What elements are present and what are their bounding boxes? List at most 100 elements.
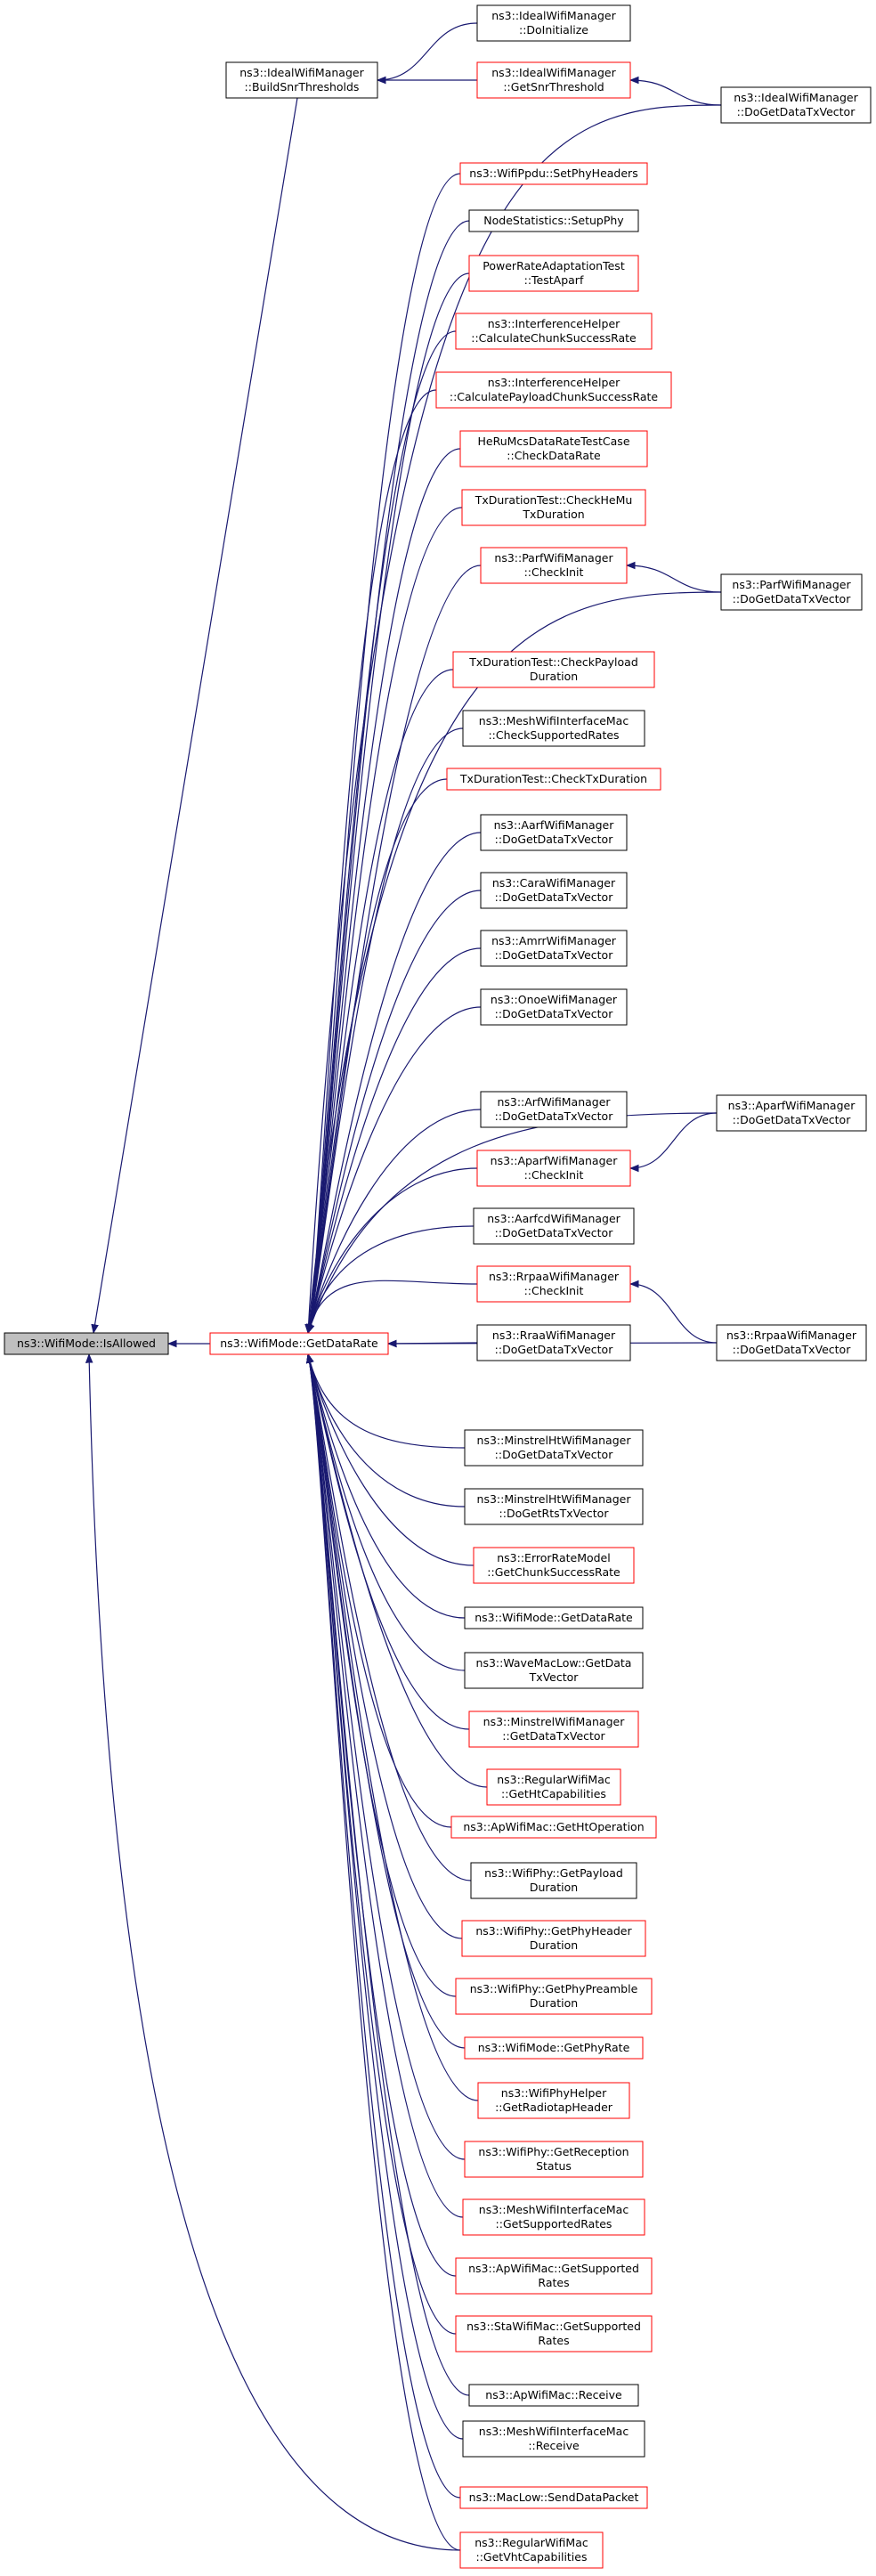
node-box xyxy=(476,1324,631,1361)
node-label: ns3::WifiMode::GetDataRate xyxy=(474,1611,633,1624)
node-label: ns3::WifiMode::GetPhyRate xyxy=(478,2041,630,2054)
node-apsupp[interactable]: ns3::ApWifiMac::GetSupportedRates xyxy=(455,2257,653,2295)
node-radiotap[interactable]: ns3::WifiPhyHelper::GetRadiotapHeader xyxy=(477,2082,630,2119)
node-getsnr[interactable]: ns3::IdealWifiManager::GetSnrThreshold xyxy=(476,61,631,99)
node-rrpaacheck[interactable]: ns3::RrpaaWifiManager::CheckInit xyxy=(476,1265,631,1303)
node-label: Rates xyxy=(538,2276,569,2289)
node-label: ns3::WifiPhyHelper xyxy=(501,2086,607,2100)
node-label: ns3::WaveMacLow::GetData xyxy=(476,1656,632,1670)
node-calcchunk[interactable]: ns3::InterferenceHelper::CalculateChunkS… xyxy=(455,313,653,350)
node-calcpayload[interactable]: ns3::InterferenceHelper::CalculatePayloa… xyxy=(435,371,672,409)
node-parfcheck[interactable]: ns3::ParfWifiManager::CheckInit xyxy=(480,547,628,584)
node-regularvht[interactable]: ns3::RegularWifiMac::GetVhtCapabilities xyxy=(459,2531,604,2569)
node-errchunk[interactable]: ns3::ErrorRateModel::GetChunkSuccessRate xyxy=(473,1547,635,1584)
edge-doinit-to-buildsnr xyxy=(376,22,478,85)
node-buildsnr[interactable]: ns3::IdealWifiManager::BuildSnrThreshold… xyxy=(225,61,378,99)
node-onoe[interactable]: ns3::OnoeWifiManager::DoGetDataTxVector xyxy=(480,988,628,1026)
node-box xyxy=(720,573,863,611)
node-getphyrate[interactable]: ns3::WifiMode::GetPhyRate xyxy=(464,2036,644,2060)
edge-rrpaacheck-to-getdatarate xyxy=(306,1280,478,1335)
node-label: ::DoGetDataTxVector xyxy=(733,1113,852,1126)
node-aarf[interactable]: ns3::AarfWifiManager::DoGetDataTxVector xyxy=(480,814,628,851)
node-label: ::DoGetDataTxVector xyxy=(495,833,614,846)
node-label: ns3::WifiPhy::GetPayload xyxy=(484,1866,623,1880)
node-getdatarate2[interactable]: ns3::WifiMode::GetDataRate xyxy=(464,1606,644,1629)
node-box xyxy=(461,1920,646,1957)
node-minhtdata[interactable]: ns3::MinstrelHtWifiManager::DoGetDataTxV… xyxy=(464,1429,644,1467)
node-aparfcheck[interactable]: ns3::AparfWifiManager::CheckInit xyxy=(476,1150,631,1187)
node-doinit[interactable]: ns3::IdealWifiManager::DoInitialize xyxy=(476,4,631,42)
node-meshcheck[interactable]: ns3::MeshWifiInterfaceMac::CheckSupporte… xyxy=(462,710,645,747)
node-setupphy[interactable]: NodeStatistics::SetupPhy xyxy=(468,209,639,232)
node-label: ns3::ApWifiMac::GetSupported xyxy=(468,2262,639,2275)
edge-phyheader-to-getdatarate xyxy=(306,1353,463,1939)
node-label: ns3::IdealWifiManager xyxy=(239,66,364,79)
node-label: ns3::WifiPhy::GetPhyPreamble xyxy=(470,1982,638,1995)
node-label: ns3::RrpaaWifiManager xyxy=(726,1329,857,1342)
node-box xyxy=(462,2420,645,2458)
node-rrpaa_dgdtv[interactable]: ns3::RrpaaWifiManager::DoGetDataTxVector xyxy=(716,1324,867,1361)
node-minhtrts[interactable]: ns3::MinstrelHtWifiManager::DoGetRtsTxVe… xyxy=(464,1488,644,1525)
node-setphyheaders[interactable]: ns3::WifiPpdu::SetPhyHeaders xyxy=(459,162,648,185)
node-isallowed[interactable]: ns3::WifiMode::IsAllowed xyxy=(4,1332,169,1355)
node-testaparf[interactable]: PowerRateAdaptationTest::TestAparf xyxy=(468,255,639,292)
node-ideal_dgdtv[interactable]: ns3::IdealWifiManager::DoGetDataTxVector xyxy=(720,86,872,124)
node-box xyxy=(464,1488,644,1525)
node-label: ::DoGetRtsTxVector xyxy=(499,1507,610,1520)
node-label: ::GetSnrThreshold xyxy=(503,80,604,93)
node-label: ::DoInitialize xyxy=(519,23,588,37)
node-stasupp[interactable]: ns3::StaWifiMac::GetSupportedRates xyxy=(455,2315,653,2353)
node-parf_dgdtv[interactable]: ns3::ParfWifiManager::DoGetDataTxVector xyxy=(720,573,863,611)
edge-checktxdur-to-getdatarate xyxy=(306,778,448,1335)
node-cara[interactable]: ns3::CaraWifiManager::DoGetDataTxVector xyxy=(480,872,628,909)
node-wavemac[interactable]: ns3::WaveMacLow::GetDataTxVector xyxy=(464,1652,644,1689)
node-box xyxy=(468,1711,639,1748)
node-label: ::CheckInit xyxy=(524,1168,584,1182)
node-box xyxy=(459,2486,648,2509)
node-label: ns3::WifiPhy::GetReception xyxy=(478,2145,629,2158)
node-label: TxDurationTest::CheckHeMu xyxy=(474,493,633,507)
node-label: ::DoGetDataTxVector xyxy=(737,105,856,118)
node-label: ::CheckInit xyxy=(524,565,584,579)
node-label: ::CalculateChunkSuccessRate xyxy=(471,331,637,345)
node-box xyxy=(716,1094,867,1132)
node-hecheck[interactable]: HeRuMcsDataRateTestCase::CheckDataRate xyxy=(459,430,648,467)
node-label: ::BuildSnrThresholds xyxy=(245,80,360,93)
node-aparf_dgdtv[interactable]: ns3::AparfWifiManager::DoGetDataTxVector xyxy=(716,1094,867,1132)
node-aarfcd[interactable]: ns3::AarfcdWifiManager::DoGetDataTxVecto… xyxy=(473,1207,635,1245)
node-aphtop[interactable]: ns3::ApWifiMac::GetHtOperation xyxy=(450,1816,657,1839)
node-box xyxy=(476,1265,631,1303)
node-checktxdur[interactable]: TxDurationTest::CheckTxDuration xyxy=(446,768,661,791)
node-meshsupp[interactable]: ns3::MeshWifiInterfaceMac::GetSupportedR… xyxy=(462,2198,645,2236)
node-box xyxy=(455,313,653,350)
node-senddata[interactable]: ns3::MacLow::SendDataPacket xyxy=(459,2486,648,2509)
node-box xyxy=(464,2036,644,2060)
node-rraa[interactable]: ns3::RraaWifiManager::DoGetDataTxVector xyxy=(476,1324,631,1361)
node-minstrel[interactable]: ns3::MinstrelWifiManager::GetDataTxVecto… xyxy=(468,1711,639,1748)
edge-aarf-to-getdatarate xyxy=(306,832,482,1335)
node-box xyxy=(461,489,646,526)
node-label: ns3::MinstrelHtWifiManager xyxy=(477,1434,632,1447)
node-box xyxy=(435,371,672,409)
node-meshreceive[interactable]: ns3::MeshWifiInterfaceMac::Receive xyxy=(462,2420,645,2458)
node-label: ns3::IdealWifiManager xyxy=(491,9,616,22)
node-getdatarate[interactable]: ns3::WifiMode::GetDataRate xyxy=(209,1332,389,1355)
node-amrr[interactable]: ns3::AmrrWifiManager::DoGetDataTxVector xyxy=(480,930,628,967)
node-box xyxy=(476,61,631,99)
edge-aarfcd-to-getdatarate xyxy=(306,1225,474,1335)
node-regularht[interactable]: ns3::RegularWifiMac::GetHtCapabilities xyxy=(486,1768,621,1806)
node-box xyxy=(480,814,628,851)
node-label: NodeStatistics::SetupPhy xyxy=(483,214,624,227)
edge-meshcheck-to-getdatarate xyxy=(306,727,464,1335)
node-label: ns3::MacLow::SendDataPacket xyxy=(469,2491,639,2504)
node-label: ::DoGetDataTxVector xyxy=(733,592,852,605)
node-arf[interactable]: ns3::ArfWifiManager::DoGetDataTxVector xyxy=(480,1091,628,1128)
node-apreceive[interactable]: ns3::ApWifiMac::Receive xyxy=(468,2384,639,2407)
node-box xyxy=(476,4,631,42)
